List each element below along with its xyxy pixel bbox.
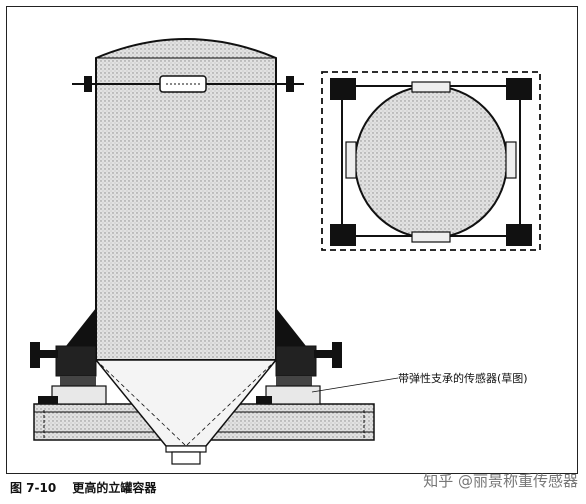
- label-leader-line: [311, 377, 399, 393]
- figure-title: 更高的立罐容器: [72, 481, 157, 495]
- figure-caption: 图 7-10 更高的立罐容器: [10, 479, 156, 496]
- sensor-label: 带弹性支承的传感器(草图): [398, 372, 528, 385]
- left-support: [30, 308, 107, 405]
- figure-number: 图 7-10: [10, 481, 57, 495]
- plan-view-inset: [321, 71, 541, 251]
- right-support: [256, 308, 342, 405]
- watermark: 知乎 @丽景称重传感器: [423, 472, 578, 490]
- tank-body: [94, 38, 278, 465]
- tie-rod: [72, 75, 304, 93]
- figure-frame: [6, 6, 578, 474]
